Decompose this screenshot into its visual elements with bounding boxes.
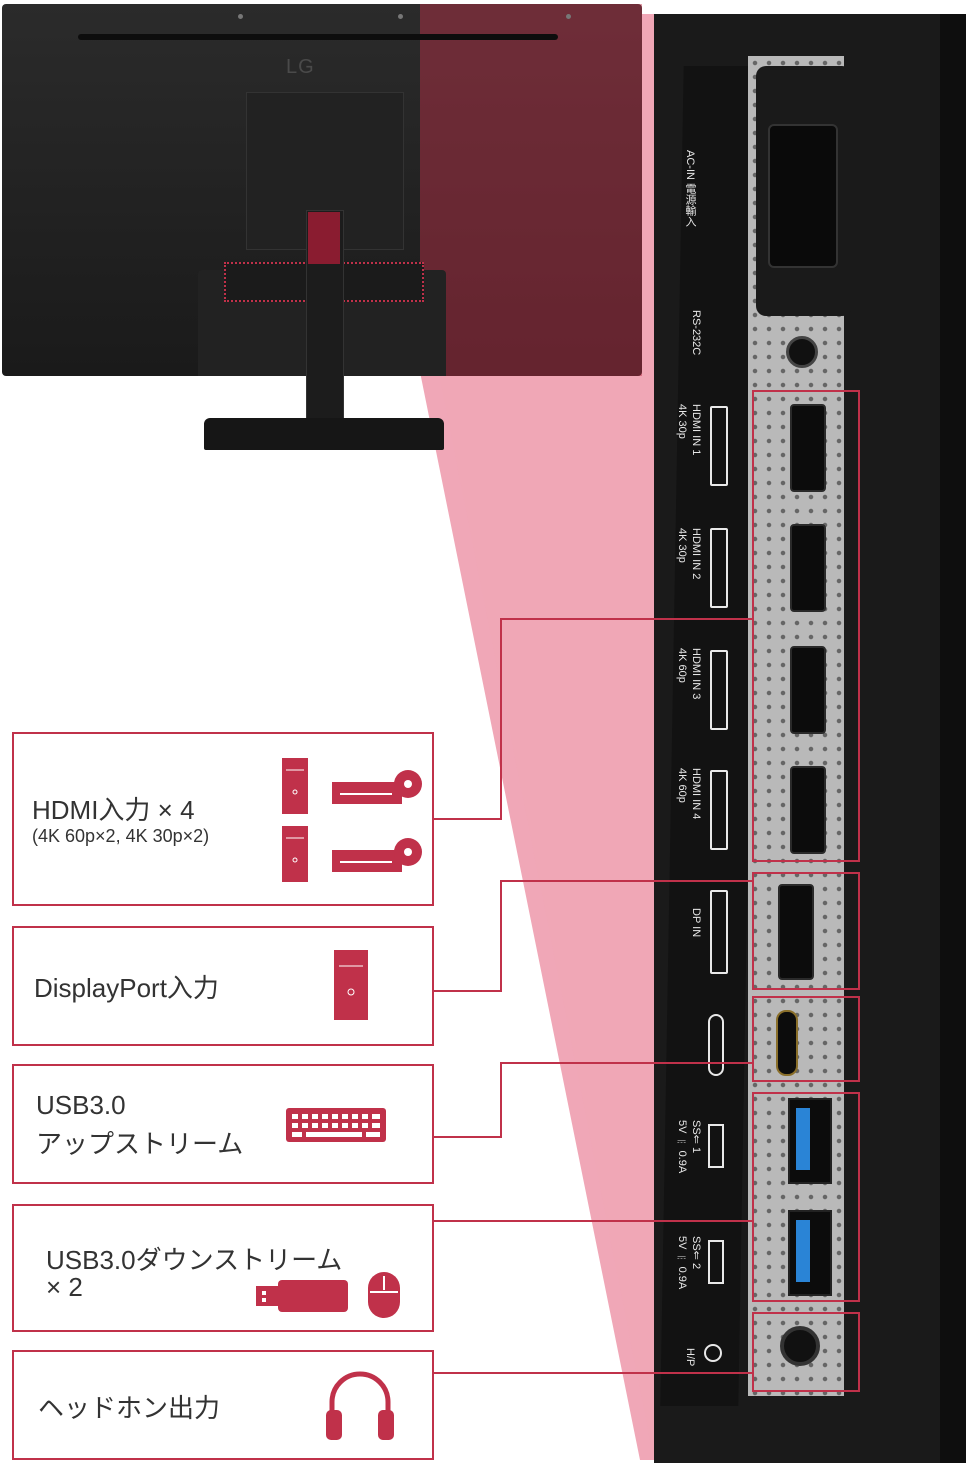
leader-line	[500, 618, 752, 620]
pc-tower-icon	[334, 950, 368, 1020]
leader-line	[500, 1062, 752, 1064]
callout-usb-down-title2: × 2	[46, 1272, 83, 1302]
ac-socket	[768, 124, 838, 268]
highlight-usb-a	[752, 1092, 860, 1302]
leader-line	[432, 990, 502, 992]
hdmi-port-1	[790, 404, 826, 492]
brand-logo: LG	[286, 56, 315, 78]
label-hdmi4-spec: 4K 60p	[676, 768, 688, 803]
callout-hdmi-title: HDMI入力 × 4	[32, 795, 195, 825]
leader-line	[500, 618, 502, 820]
callout-usb-up-title: USB3.0	[36, 1090, 126, 1120]
label-hdmi2-spec: 4K 30p	[676, 528, 688, 563]
stand-neck-highlight	[308, 212, 340, 264]
highlight-hdmi	[752, 390, 860, 862]
panel-edge	[940, 14, 966, 1463]
hdmi-port-3	[790, 646, 826, 734]
callout-usb-up-title2: アップストリーム	[36, 1129, 244, 1159]
hdmi-outline-icon	[710, 406, 728, 486]
pc-tower-icon	[282, 758, 308, 814]
pc-tower-icon	[282, 826, 308, 882]
leader-line	[432, 1372, 752, 1374]
usbc-port	[776, 1010, 798, 1076]
headphone-jack	[780, 1326, 820, 1366]
leader-line	[500, 880, 752, 882]
monitor-groove	[78, 34, 558, 40]
monitor-overlay-highlight	[420, 4, 642, 376]
label-hdmi1: HDMI IN 1	[690, 404, 702, 456]
callout-usb-down-title: USB3.0ダウンストリーム	[46, 1245, 343, 1275]
highlight-dp	[752, 872, 860, 990]
callout-hdmi: HDMI入力 × 4 (4K 60p×2, 4K 30p×2)	[12, 732, 434, 906]
bluray-player-icon	[332, 770, 422, 804]
highlight-hp	[752, 1312, 860, 1392]
highlight-usbc	[752, 996, 860, 1082]
hdmi-outline-icon	[710, 650, 728, 730]
screw	[566, 14, 571, 19]
callout-usb-downstream: USB3.0ダウンストリーム × 2	[12, 1204, 434, 1332]
screw	[238, 14, 243, 19]
label-dp-in: DP IN	[690, 908, 702, 938]
displayport-port	[778, 884, 814, 980]
callout-dp-title: DisplayPort入力	[34, 973, 219, 1003]
leader-line	[432, 1220, 752, 1222]
label-hdmi2: HDMI IN 2	[690, 528, 702, 580]
label-usb1-spec: 5V ⎓ 0.9A	[676, 1120, 688, 1174]
callout-hdmi-subtitle: (4K 60p×2, 4K 30p×2)	[32, 826, 210, 846]
usb-stick-icon	[256, 1280, 348, 1312]
callout-usb-upstream: USB3.0 アップストリーム	[12, 1064, 434, 1184]
callout-headphones: ヘッドホン出力	[12, 1350, 434, 1460]
label-ac-in: AC-IN 電源輸入	[684, 150, 696, 227]
rs232c-jack	[786, 336, 818, 368]
label-hdmi3: HDMI IN 3	[690, 648, 702, 700]
usb-a-port-1	[788, 1098, 832, 1184]
hdmi-outline-icon	[710, 770, 728, 850]
leader-line	[432, 818, 502, 820]
headphone-jack-outline-icon	[704, 1344, 722, 1362]
dp-outline-icon	[710, 890, 728, 974]
usb-outline-icon	[708, 1124, 724, 1168]
usbc-outline-icon	[708, 1014, 724, 1076]
usb-outline-icon	[708, 1240, 724, 1284]
label-usb1: SS⇐ 1	[690, 1120, 702, 1154]
stand-base	[204, 418, 444, 450]
mouse-icon	[368, 1272, 400, 1318]
headphones-icon	[326, 1371, 394, 1440]
callout-displayport: DisplayPort入力	[12, 926, 434, 1046]
leader-line	[500, 880, 502, 992]
label-hdmi3-spec: 4K 60p	[676, 648, 688, 683]
bluray-player-icon	[332, 838, 422, 872]
usb-a-port-2	[788, 1210, 832, 1296]
label-hdmi1-spec: 4K 30p	[676, 404, 688, 439]
screw	[398, 14, 403, 19]
hdmi-port-2	[790, 524, 826, 612]
hdmi-outline-icon	[710, 528, 728, 608]
label-hp: H/P	[684, 1348, 696, 1367]
label-usb2-spec: 5V ⎓ 0.9A	[676, 1236, 688, 1290]
callout-hp-title: ヘッドホン出力	[38, 1393, 221, 1423]
leader-line	[500, 1062, 502, 1138]
leader-line	[432, 1136, 502, 1138]
label-hdmi4: HDMI IN 4	[690, 768, 702, 820]
hdmi-port-4	[790, 766, 826, 854]
label-rs232c: RS-232C	[690, 310, 702, 356]
label-usb2: SS⇐ 2	[690, 1236, 702, 1270]
keyboard-icon	[286, 1108, 386, 1142]
